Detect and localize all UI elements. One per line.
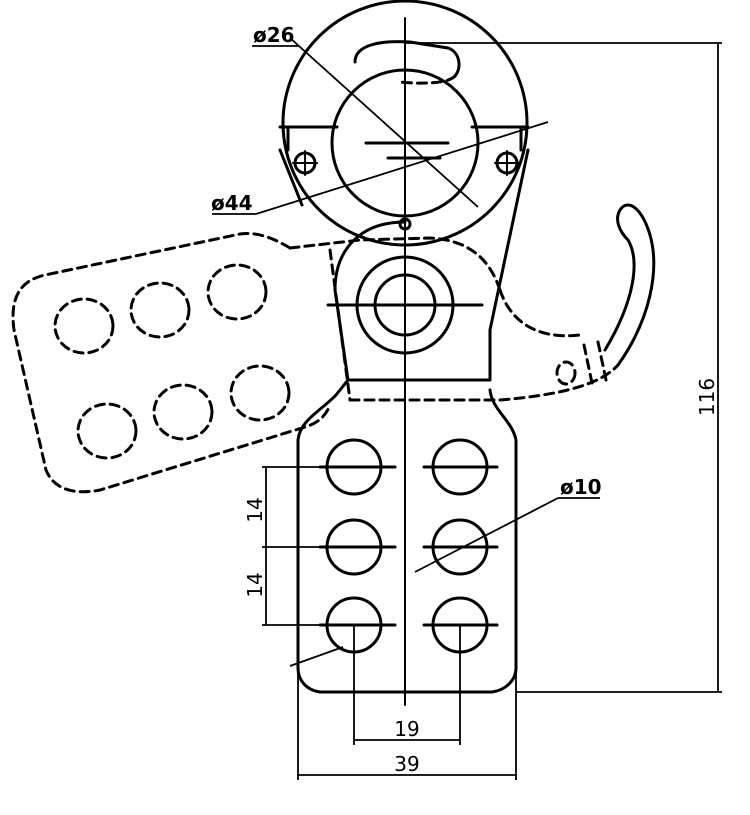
screw-left	[292, 150, 318, 176]
dim-dia-10: ø10	[414, 475, 602, 573]
label-pitch-upper: 14	[243, 497, 267, 522]
label-pitch-lower: 14	[243, 572, 267, 597]
label-dia-44: ø44	[211, 191, 253, 215]
jaw-hole-6	[229, 364, 291, 422]
jaw-hole-1	[53, 297, 115, 355]
hook-curve	[603, 203, 656, 367]
jaw-hole-5	[152, 383, 214, 441]
jaw-hole-2	[129, 281, 191, 339]
dim-dia-44: ø44	[211, 121, 549, 215]
label-height-116: 116	[695, 378, 719, 416]
hasp-body	[278, 148, 530, 694]
dim-pitch: 14 14	[243, 466, 325, 626]
jaw-hole-3	[206, 263, 268, 321]
dim-width-39: 39	[297, 668, 517, 780]
rotated-jaw-dashed	[11, 232, 332, 494]
dim-spacing-19: 19	[353, 625, 461, 745]
lock-holes	[318, 438, 499, 654]
label-dia-10: ø10	[560, 475, 602, 499]
screw-right	[494, 150, 520, 176]
label-spacing-19: 19	[394, 717, 419, 741]
leader-hole	[289, 646, 344, 667]
label-width-39: 39	[394, 752, 419, 776]
dim-height-116: 116	[405, 42, 722, 693]
label-dia-26: ø26	[253, 23, 295, 47]
dim-dia-26: ø26	[252, 23, 479, 208]
jaw-hole-4	[76, 402, 138, 460]
